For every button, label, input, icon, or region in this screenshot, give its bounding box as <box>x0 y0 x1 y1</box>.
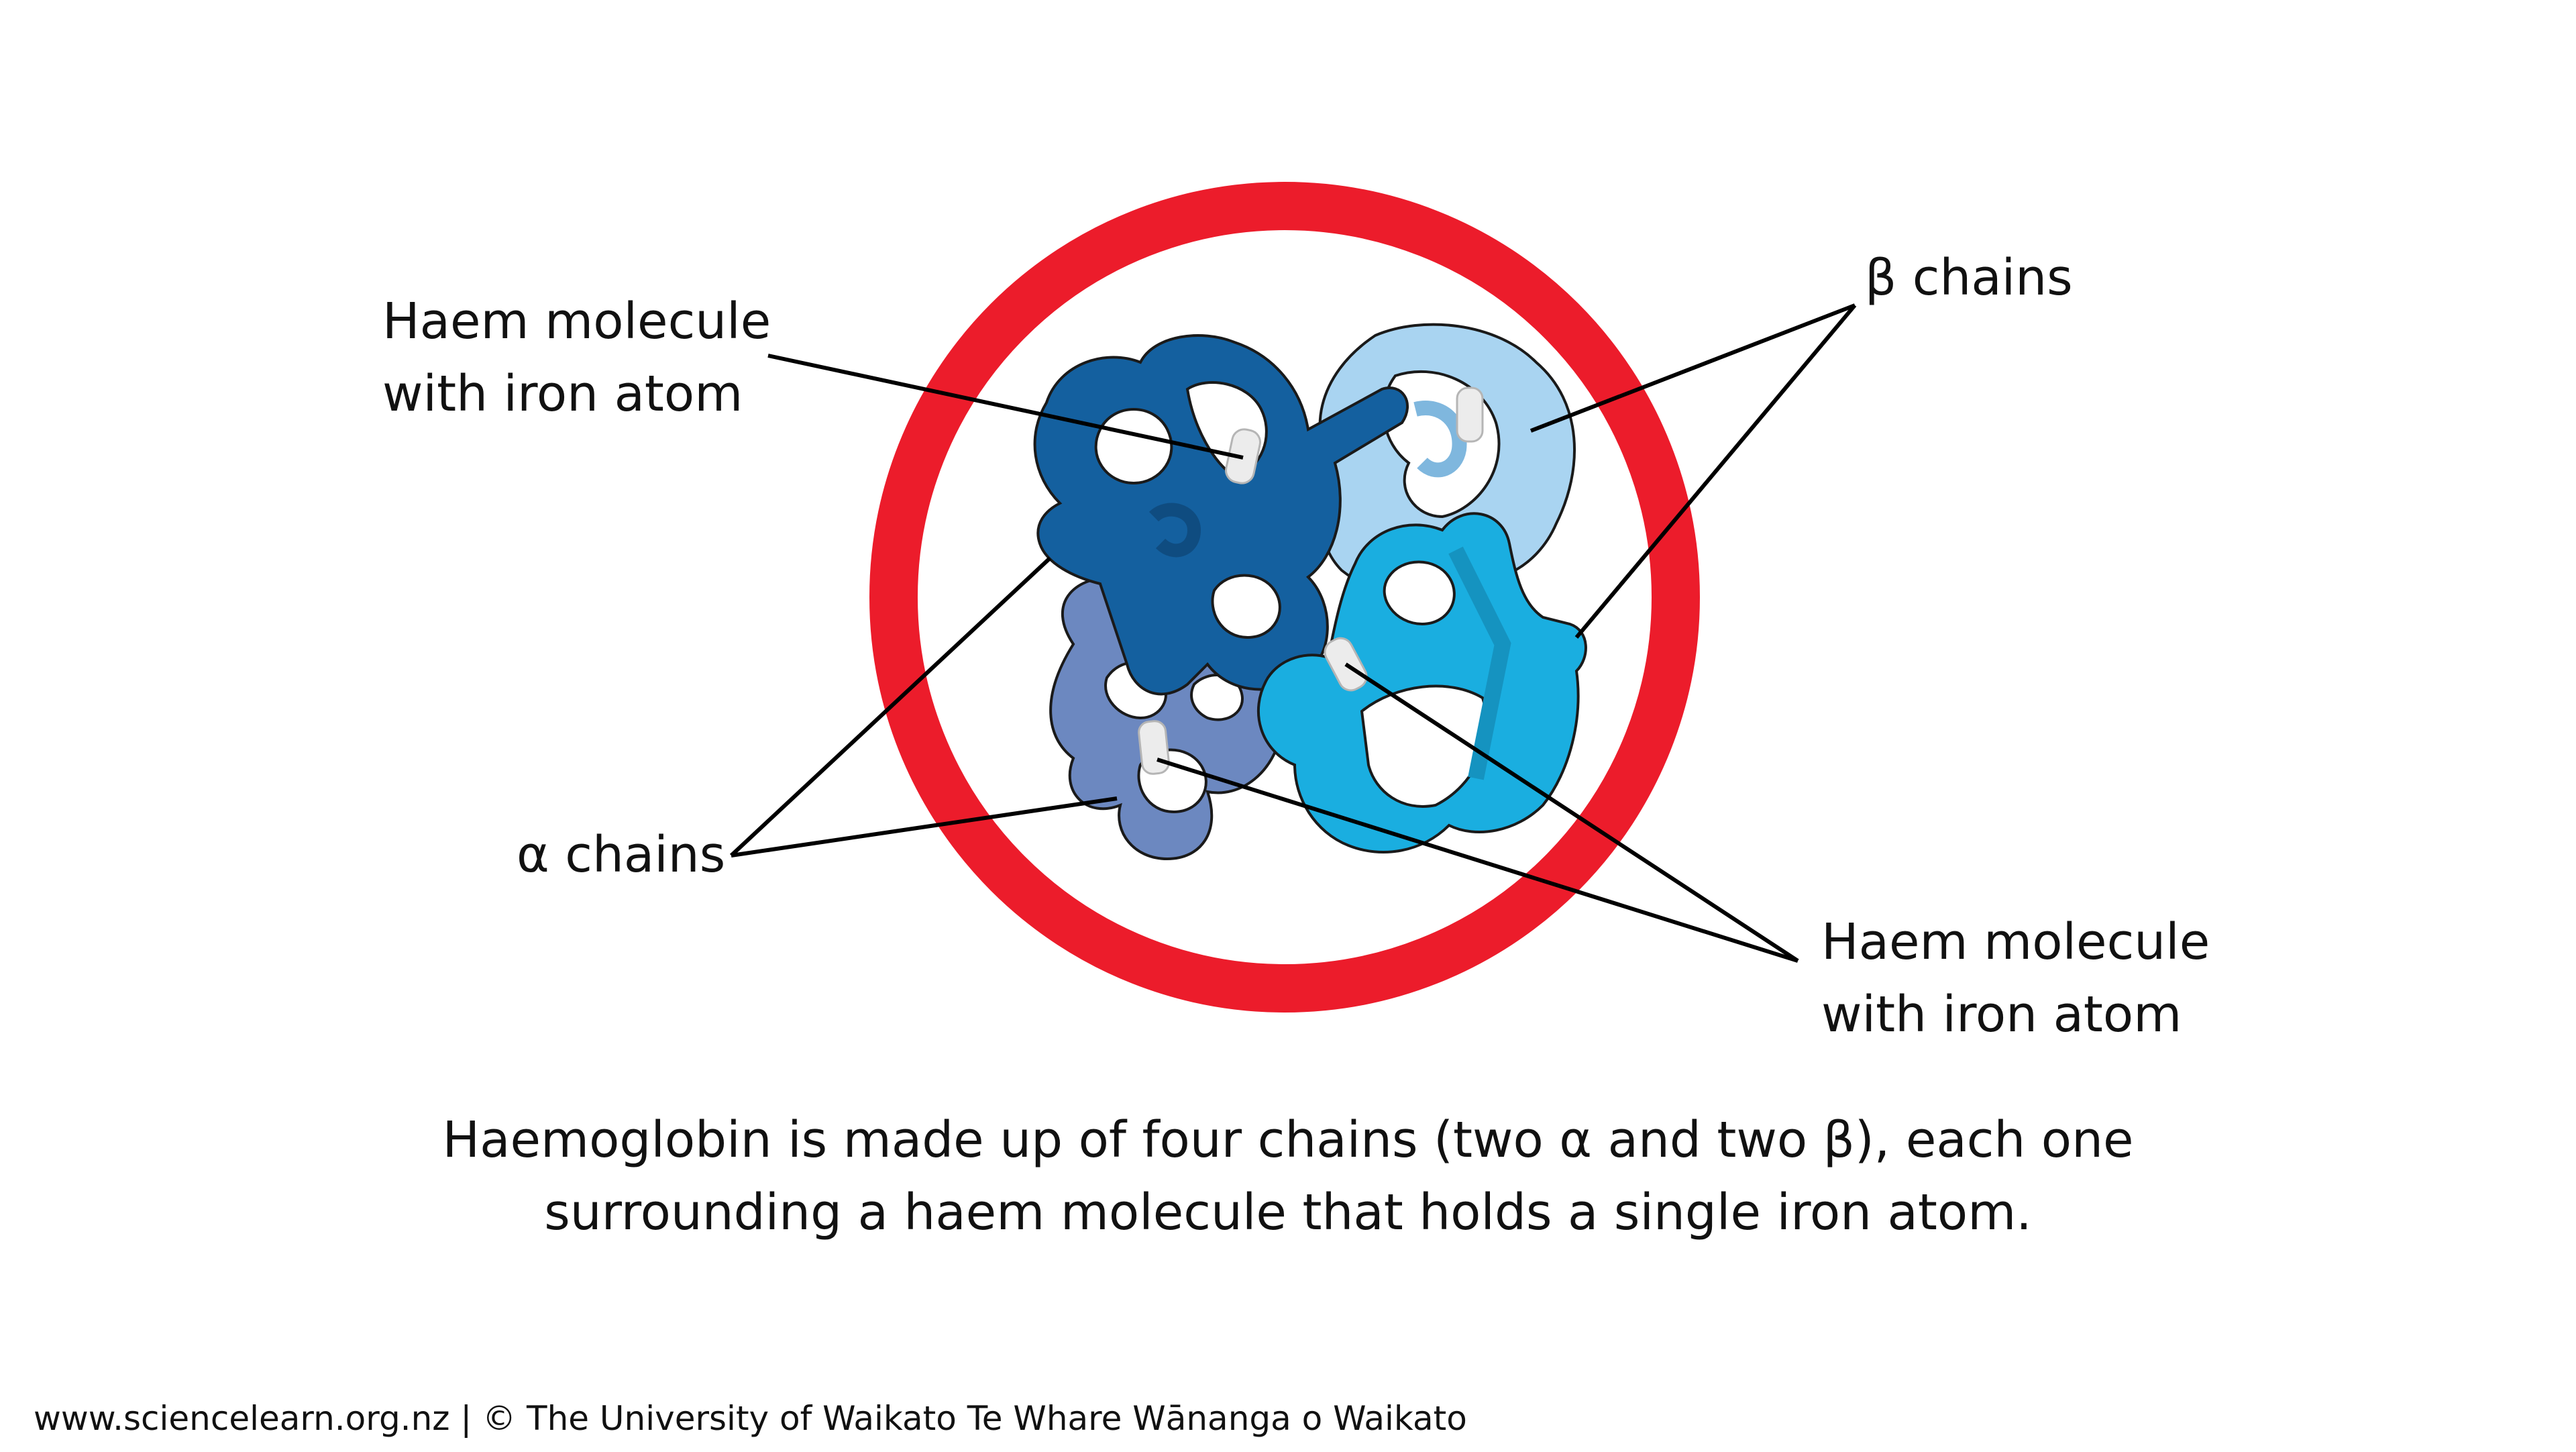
footer-credit: www.sciencelearn.org.nz | © The Universi… <box>34 1399 1467 1438</box>
leader-haem-bottom-2 <box>1344 662 1799 963</box>
leader-beta-2 <box>1574 304 1857 639</box>
caption-line-2: surrounding a haem molecule that holds a… <box>544 1184 2032 1241</box>
leader-haem-bottom-1 <box>1157 758 1799 963</box>
leader-alpha-2 <box>731 796 1118 858</box>
label-haem-bottom: Haem molecule with iron atom <box>1821 913 2210 1043</box>
caption-line-1: Haemoglobin is made up of four chains (t… <box>442 1111 2134 1169</box>
leader-beta-1 <box>1529 303 1856 433</box>
leader-alpha-1 <box>729 556 1052 858</box>
leader-haem-top <box>767 354 1244 460</box>
haem-alpha-slate <box>1138 720 1170 775</box>
leader-lines <box>729 303 1857 963</box>
haem-beta-light <box>1456 386 1484 443</box>
label-beta-chains: β chains <box>1865 249 2073 307</box>
label-haem-top: Haem molecule with iron atom <box>382 293 771 423</box>
caption: Haemoglobin is made up of four chains (t… <box>0 1104 2576 1249</box>
red-ring <box>869 182 1700 1013</box>
alpha-chain-dark <box>1033 334 1409 696</box>
label-alpha-chains: α chains <box>517 826 726 884</box>
